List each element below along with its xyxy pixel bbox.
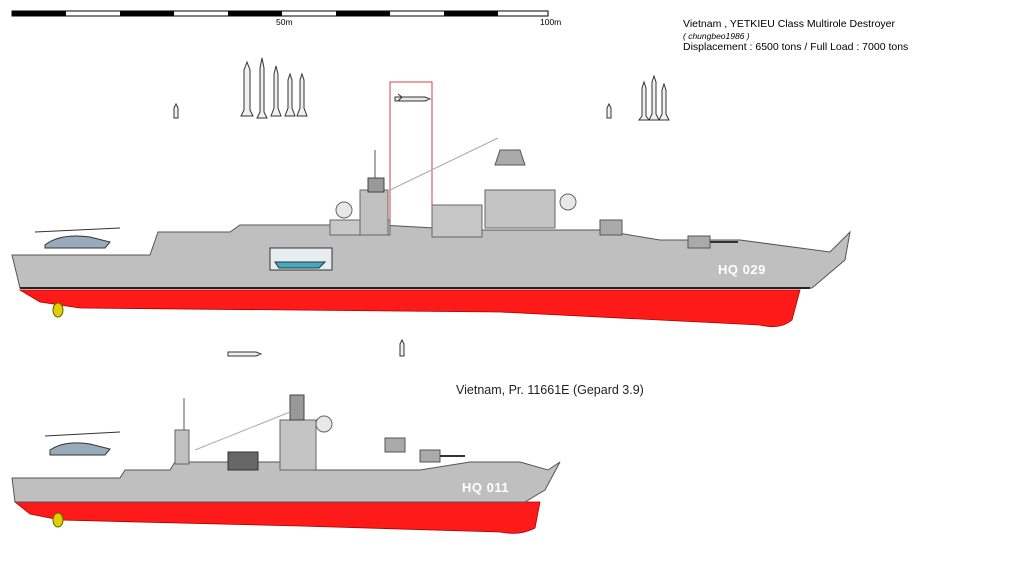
ship1-hull	[11, 224, 851, 289]
missile-silhouettes-left	[173, 57, 670, 121]
ship1-keel	[18, 289, 801, 328]
ship2-propeller	[52, 512, 64, 528]
scale-label-50m: 50m	[276, 17, 293, 27]
ship2-subtitle: Vietnam, Pr. 11661E (Gepard 3.9)	[456, 383, 644, 397]
displacement-text: Displacement : 6500 tons / Full Load : 7…	[683, 41, 909, 53]
helicopter-icon	[44, 431, 121, 456]
ship2-drawing	[11, 394, 561, 534]
scale-bar	[11, 10, 549, 17]
missile-silhouettes-row2	[227, 338, 405, 357]
ship1-propeller	[52, 302, 64, 318]
helicopter-icon	[34, 227, 121, 249]
ship1-drawing	[11, 137, 851, 328]
drawing-author: ( chungbeo1986 )	[683, 31, 750, 41]
drawing-title: Vietnam , YETKIEU Class Multirole Destro…	[683, 18, 896, 30]
ship1-hull-number: HQ 029	[718, 262, 766, 277]
ship2-hull	[11, 461, 561, 503]
highlight-box	[389, 81, 433, 245]
ship2-hull-number: HQ 011	[462, 480, 510, 495]
scale-label-100m: 100m	[540, 17, 562, 27]
ship2-keel	[13, 501, 541, 534]
cruise-missile-icon	[394, 93, 432, 102]
